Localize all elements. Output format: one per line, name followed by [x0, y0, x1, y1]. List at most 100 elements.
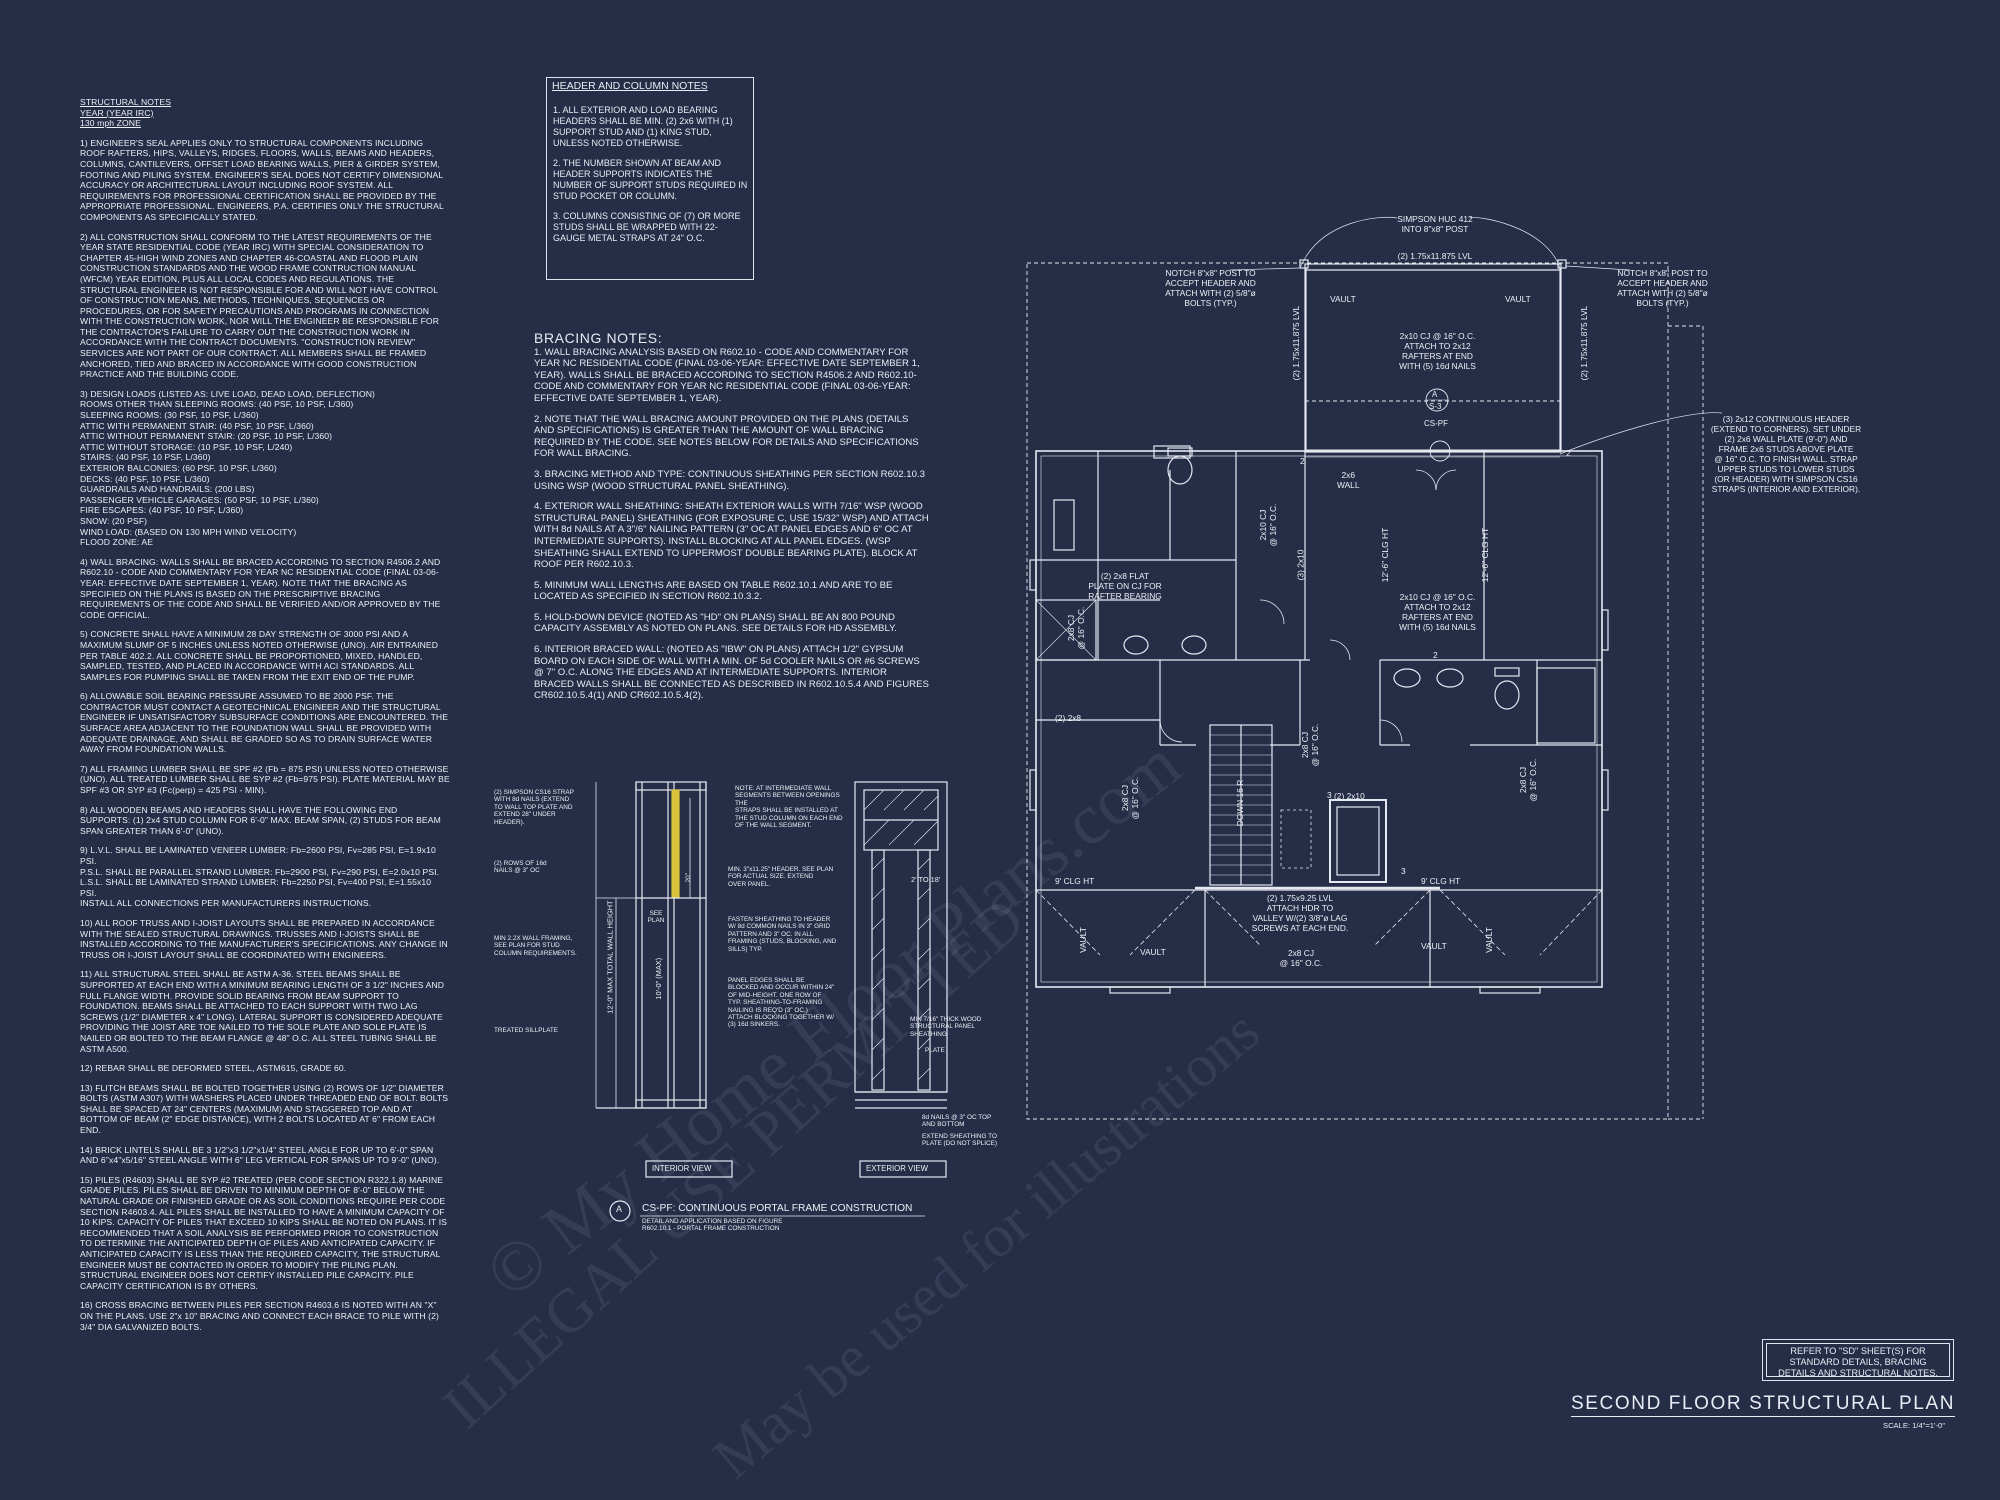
plan-cj-2x8-a: 2x8 CJ @ 16" O.C. [1066, 606, 1086, 650]
bracing-notes-title: BRACING NOTES: [534, 330, 663, 346]
plan-clg-9-a: 9' CLG HT [1055, 876, 1095, 886]
structural-note-item: 1) ENGINEER'S SEAL APPLIES ONLY TO STRUC… [80, 137, 444, 222]
plan-lvl-top: (2) 1.75x11.875 LVL [1397, 251, 1473, 261]
detail-label-plate: PLATE [925, 1047, 945, 1054]
detail-label-strap: (2) SIMPSON CS16 STRAP WITH 8d NAILS (EX… [494, 789, 574, 826]
sheet-scale: SCALE: 1/4"=1'-0" [1883, 1421, 1945, 1430]
plan-vault-2: VAULT [1505, 294, 1531, 304]
structural-note-item: 11) ALL STRUCTURAL STEEL SHALL BE ASTM A… [80, 969, 445, 1054]
plan-clg-9-b: 9' CLG HT [1421, 876, 1461, 886]
plan-simpson-huc: SIMPSON HUC 412 INTO 8"x8" POST [1397, 214, 1473, 234]
plan-down-stair: DOWN 16 R [1235, 779, 1245, 827]
detail-label-fasten: FASTEN SHEATHING TO HEADER W/ 8d COMMON … [728, 916, 837, 953]
detail-title: CS-PF: CONTINUOUS PORTAL FRAME CONSTRUCT… [642, 1203, 913, 1214]
plan-num-2a: 2 [1300, 456, 1305, 466]
exterior-view-box [859, 1160, 947, 1178]
interior-view-label: INTERIOR VIEW [652, 1164, 712, 1173]
structural-note-item: 14) BRICK LINTELS SHALL BE 3 1/2"x3 1/2"… [80, 1144, 440, 1166]
structural-note-item: 4) WALL BRACING: WALLS SHALL BE BRACED A… [80, 556, 441, 620]
plan-cj-2x8-b: 2x8 CJ @ 16" O.C. [1120, 776, 1140, 820]
detail-callout-letter: A [616, 1204, 623, 1214]
plan-cj-attach-a: 2x10 CJ @ 16" O.C. ATTACH TO 2x12 RAFTER… [1399, 331, 1476, 371]
structural-note-item: 9) L.V.L. SHALL BE LAMINATED VENEER LUMB… [80, 845, 440, 909]
structural-note-item: 7) ALL FRAMING LUMBER SHALL BE SPF #2 (F… [80, 763, 450, 796]
header-column-notes-list: 1. ALL EXTERIOR AND LOAD BEARING HEADERS… [553, 105, 748, 253]
detail-dim-2-18: 2' TO 18' [911, 875, 941, 884]
detail-label-sill: TREATED SILLPLATE [494, 1027, 559, 1034]
header-column-notes-title: HEADER AND COLUMN NOTES [552, 80, 708, 92]
plan-num-3a: 3 [1327, 790, 1332, 800]
header-column-note-item: 1. ALL EXTERIOR AND LOAD BEARING HEADERS… [553, 105, 733, 148]
plan-lvl-attach: (2) 1.75x9.25 LVL ATTACH HDR TO VALLEY W… [1251, 893, 1349, 933]
detail-see-plan: SEE PLAN [647, 910, 665, 925]
bracing-note-item: 4. EXTERIOR WALL SHEATHING: SHEATH EXTER… [534, 501, 929, 571]
detail-label-extend: EXTEND SHEATHING TO PLATE (DO NOT SPLICE… [922, 1133, 998, 1148]
plan-cj-attach-b: 2x10 CJ @ 16" O.C. ATTACH TO 2x12 RAFTER… [1399, 592, 1476, 632]
structural-note-item: 5) CONCRETE SHALL HAVE A MINIMUM 28 DAY … [80, 629, 439, 682]
plan-cj-2x8-c: 2x8 CJ @ 16" O.C. [1300, 723, 1320, 767]
structural-note-item: 3) DESIGN LOADS (LISTED AS: LIVE LOAD, D… [80, 388, 376, 548]
plan-section-letter: A [1432, 390, 1438, 399]
plan-lvl-side-right: (2) 1.75x11.875 LVL [1579, 305, 1589, 381]
floor-plan [1026, 216, 1723, 1120]
bracing-note-item: 5. MINIMUM WALL LENGTHS ARE BASED ON TAB… [534, 579, 893, 603]
plan-2x2x10: (2) 2x10 [1334, 791, 1365, 801]
detail-callout-circle [609, 1200, 631, 1222]
detail-label-sheathing: MIN 7/16" THICK WOOD STRUCTURAL PANEL SH… [910, 1016, 982, 1038]
detail-dim-20: 20" [684, 873, 692, 883]
structural-note-item: 12) REBAR SHALL BE DEFORMED STEEL, ASTM6… [80, 1063, 347, 1074]
structural-note-item: 2) ALL CONSTRUCTION SHALL CONFORM TO THE… [80, 231, 440, 380]
plan-cj-2x8-d: 2x8 CJ @ 16" O.C. [1518, 758, 1538, 802]
plan-3x2x10: (3) 2x10 [1295, 549, 1306, 581]
plan-2x6-wall: 2x6 WALL [1337, 470, 1360, 490]
bracing-note-item: 2. NOTE THAT THE WALL BRACING AMOUNT PRO… [534, 413, 919, 460]
sheet-title: SECOND FLOOR STRUCTURAL PLAN [1571, 1393, 1956, 1417]
plan-vault-4: VAULT [1140, 947, 1166, 957]
plan-vault-1: VAULT [1330, 294, 1356, 304]
plan-num-2b: 2 [1566, 448, 1571, 458]
structural-notes-wind: 130 mph ZONE [80, 118, 141, 129]
bracing-notes-list: 1. WALL BRACING ANALYSIS BASED ON R602.1… [534, 347, 929, 702]
structural-notes: STRUCTURAL NOTES YEAR (YEAR IRC) 130 mph… [80, 97, 450, 1341]
plan-num-2c: 2 [1433, 650, 1438, 660]
structural-note-item: 6) ALLOWABLE SOIL BEARING PRESSURE ASSUM… [80, 691, 449, 755]
structural-notes-list: 1) ENGINEER'S SEAL APPLIES ONLY TO STRUC… [80, 138, 450, 1332]
interior-view-box [645, 1160, 733, 1178]
structural-note-item: 13) FLITCH BEAMS SHALL BE BOLTED TOGETHE… [80, 1082, 449, 1136]
detail-label-framing: MIN 2.2X WALL FRAMING, SEE PLAN FOR STUD… [494, 935, 577, 957]
bracing-note-item: 3. BRACING METHOD AND TYPE: CONTINUOUS S… [534, 468, 925, 492]
plan-vault-3: VAULT [1077, 927, 1088, 953]
plan-cj-2x10-a: 2x10 CJ @ 16" O.C. [1258, 503, 1278, 547]
structural-note-item: 10) ALL ROOF TRUSS AND I-JOIST LAYOUTS S… [80, 917, 448, 960]
detail-label-header: MIN. 3"x11.25" HEADER. SEE PLAN FOR ACTU… [728, 866, 834, 888]
bracing-note-item: 6. INTERIOR BRACED WALL: (NOTED AS "IBW"… [534, 644, 929, 702]
refer-box: REFER TO "SD" SHEET(S) FOR STANDARD DETA… [1762, 1339, 1954, 1381]
plan-lvl-side-left: (2) 1.75x11.875 LVL [1291, 305, 1301, 381]
plan-clg-12-a: 12'-6" CLG HT [1380, 527, 1390, 583]
plan-vault-6: VAULT [1483, 927, 1494, 953]
plan-cs-pf: CS-PF [1424, 419, 1448, 428]
plan-num-3b: 3 [1401, 866, 1406, 876]
structural-note-item: 8) ALL WOODEN BEAMS AND HEADERS SHALL HA… [80, 804, 441, 836]
structural-notes-code: YEAR (YEAR IRC) [80, 107, 154, 118]
structural-notes-heading: STRUCTURAL NOTES [80, 97, 172, 107]
detail-subtitle: DETAIL AND APPLICATION BASED ON FIGURE R… [642, 1218, 783, 1233]
detail-exterior-view [854, 781, 948, 1109]
plan-2x8: (2) 2x8 [1055, 713, 1082, 723]
bracing-note-item: 1. WALL BRACING ANALYSIS BASED ON R602.1… [534, 346, 920, 404]
plan-cj-bottom: 2x8 CJ @ 16" O.C. [1279, 948, 1323, 968]
detail-label-note: NOTE: AT INTERMEDIATE WALL SEGMENTS BETW… [735, 785, 843, 830]
detail-label-8d: 8d NAILS @ 3" OC TOP AND BOTTOM [922, 1114, 992, 1129]
detail-dim-12: 12'-0" MAX TOTAL WALL HEIGHT [605, 900, 615, 1014]
structural-note-item: 15) PILES (R4603) SHALL BE SYP #2 TREATE… [80, 1174, 448, 1291]
detail-dim-10: 10'-0" (MAX) [654, 957, 664, 1000]
plan-section-ref: S-3 [1429, 402, 1442, 411]
bracing-note-item: 5. HOLD-DOWN DEVICE (NOTED AS "HD" ON PL… [534, 611, 897, 635]
detail-label-panel: PANEL EDGES SHALL BE BLOCKED AND OCCUR W… [728, 977, 835, 1029]
structural-note-item: 16) CROSS BRACING BETWEEN PILES PER SECT… [80, 1300, 439, 1332]
plan-header-note: (3) 2x12 CONTINUOUS HEADER (EXTEND TO CO… [1710, 414, 1862, 494]
plan-notch-right: NOTCH 8"x8" POST TO ACCEPT HEADER AND AT… [1617, 268, 1708, 308]
plan-vault-5: VAULT [1421, 941, 1447, 951]
